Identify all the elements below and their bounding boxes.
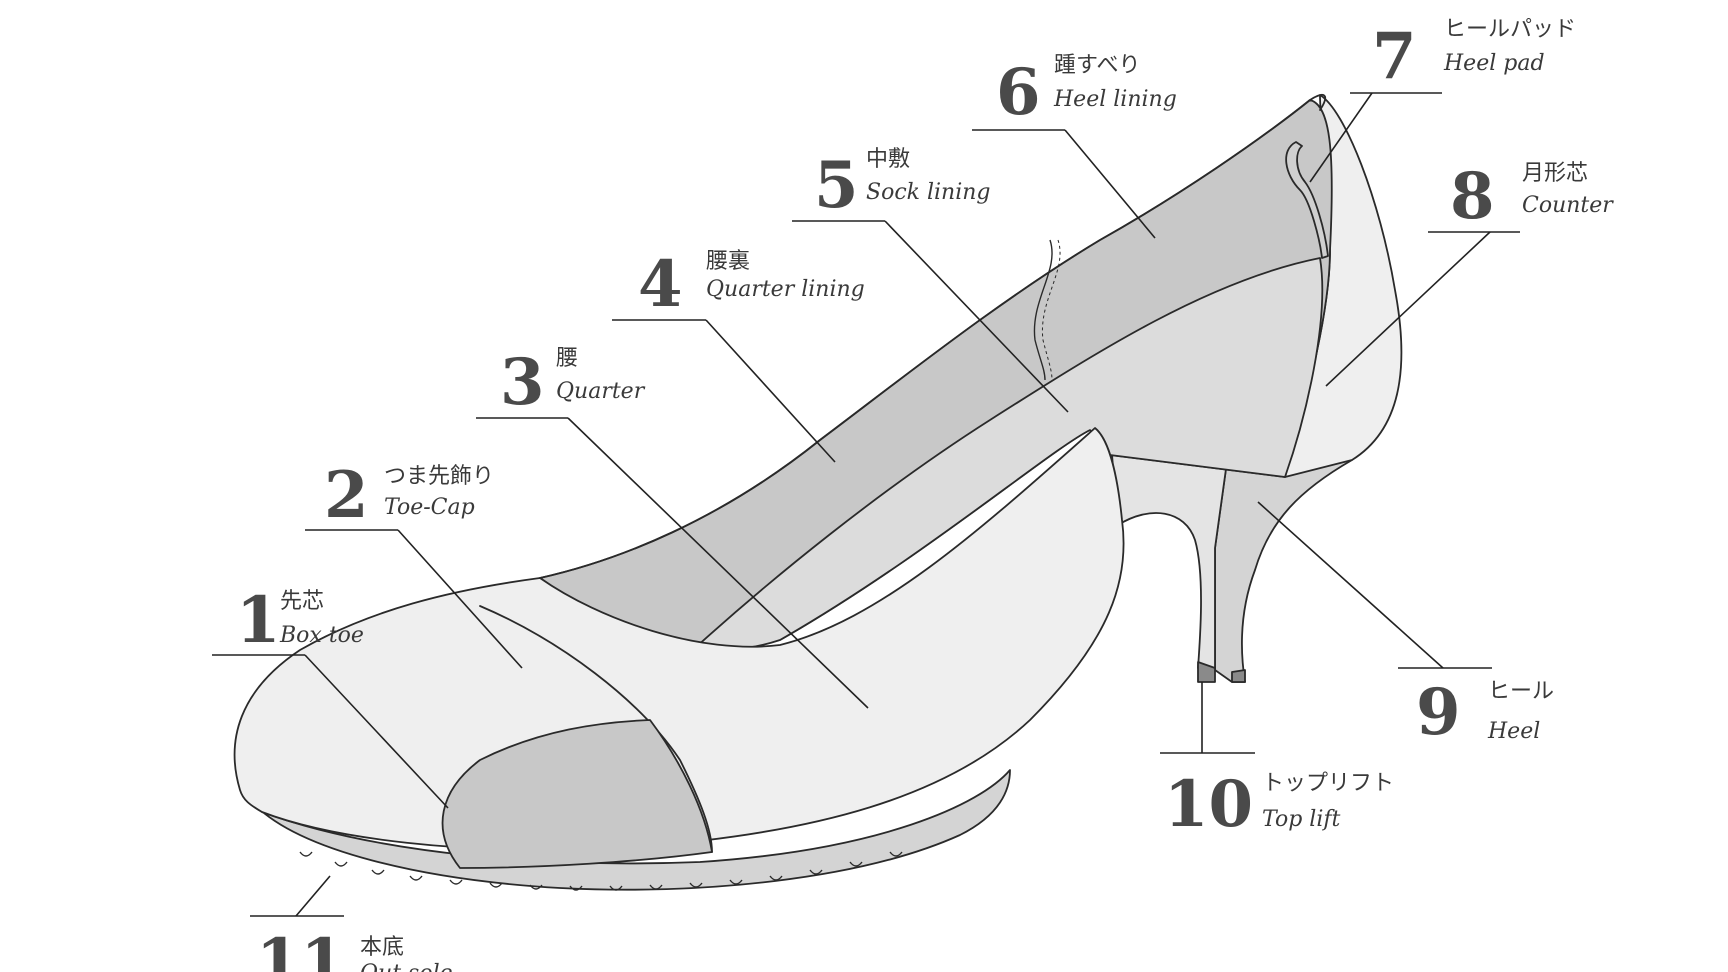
label-10-jp: トップリフト bbox=[1262, 771, 1394, 796]
heel-lining-stitch bbox=[1033, 239, 1053, 381]
collar-edge bbox=[539, 93, 1327, 579]
label-1-number: 1 bbox=[236, 583, 281, 658]
label-3-number: 3 bbox=[500, 345, 545, 420]
label-8-en: Counter bbox=[1522, 193, 1614, 218]
label-10-number: 10 bbox=[1164, 767, 1253, 842]
label-2-number: 2 bbox=[324, 458, 369, 533]
sock-lining-shape bbox=[694, 257, 1324, 651]
label-10-en: Top lift bbox=[1262, 807, 1341, 832]
label-5-jp: 中敷 bbox=[866, 147, 910, 172]
label-9-en: Heel bbox=[1487, 719, 1540, 744]
label-5: 5 中敷 Sock lining bbox=[814, 147, 991, 223]
label-9: 9 ヒール Heel bbox=[1416, 675, 1554, 750]
label-1-jp: 先芯 bbox=[280, 589, 324, 614]
label-7-jp: ヒールパッド bbox=[1444, 17, 1576, 42]
heel-front-face bbox=[1111, 439, 1231, 671]
label-3-jp: 腰 bbox=[556, 346, 578, 371]
leader-lines bbox=[212, 92, 1520, 917]
label-8-jp: 月形芯 bbox=[1522, 161, 1588, 186]
label-7: 7 ヒールパッド Heel pad bbox=[1372, 17, 1576, 94]
label-4: 4 腰裏 Quarter lining bbox=[638, 247, 865, 322]
label-4-number: 4 bbox=[638, 247, 683, 322]
label-3: 3 腰 Quarter bbox=[500, 345, 646, 420]
label-1: 1 先芯 Box toe bbox=[236, 583, 364, 658]
box-toe-shape bbox=[441, 719, 713, 869]
heel-lining-stitch-dashed bbox=[1041, 239, 1061, 381]
label-6-en: Heel lining bbox=[1053, 87, 1177, 112]
label-11: 11 本底 Out sole bbox=[256, 925, 453, 972]
label-8-number: 8 bbox=[1450, 159, 1495, 234]
label-10: 10 トップリフト Top lift bbox=[1164, 767, 1394, 842]
label-7-en: Heel pad bbox=[1443, 51, 1545, 76]
outsole-tread bbox=[299, 851, 903, 891]
label-1-en: Box toe bbox=[279, 623, 364, 648]
label-4-jp: 腰裏 bbox=[706, 249, 750, 274]
label-6-number: 6 bbox=[996, 55, 1041, 130]
label-9-jp: ヒール bbox=[1488, 679, 1554, 704]
label-2: 2 つま先飾り Toe-Cap bbox=[324, 458, 494, 533]
label-8: 8 月形芯 Counter bbox=[1450, 159, 1614, 234]
top-lift-shape-side bbox=[1231, 669, 1246, 683]
label-5-number: 5 bbox=[814, 148, 859, 223]
label-6-jp: 踵すべり bbox=[1054, 53, 1140, 78]
label-7-number: 7 bbox=[1372, 19, 1417, 94]
label-9-number: 9 bbox=[1416, 675, 1461, 750]
heel-pad-shape bbox=[1285, 141, 1329, 259]
label-6: 6 踵すべり Heel lining bbox=[996, 53, 1177, 130]
shoe-illustration bbox=[233, 93, 1403, 891]
label-2-en: Toe-Cap bbox=[384, 495, 475, 520]
top-lift-shape bbox=[1197, 661, 1216, 683]
label-11-number: 11 bbox=[256, 925, 345, 972]
label-11-jp: 本底 bbox=[360, 935, 404, 960]
label-4-en: Quarter lining bbox=[706, 277, 865, 302]
label-11-en: Out sole bbox=[360, 961, 453, 972]
label-5-en: Sock lining bbox=[866, 180, 991, 205]
label-3-en: Quarter bbox=[556, 379, 646, 404]
label-2-jp: つま先飾り bbox=[384, 464, 494, 489]
